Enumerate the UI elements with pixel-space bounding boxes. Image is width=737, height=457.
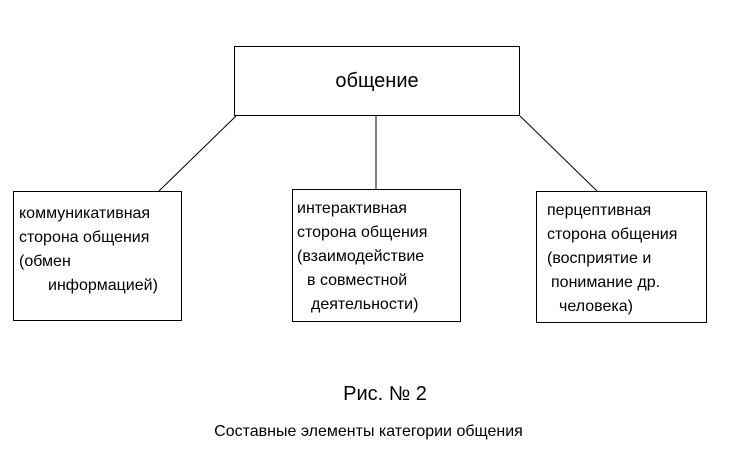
connector-left: [158, 115, 237, 192]
child-node-text-interactive: интерактивная сторона общения (взаимодей…: [297, 197, 427, 317]
communicative-line-3: (обмен: [19, 253, 71, 270]
perceptive-line-4: понимание др.: [551, 274, 661, 291]
child-node-text-communicative: коммуникативная сторона общения (обмен и…: [19, 202, 158, 298]
root-node-box: общение: [234, 46, 520, 116]
child-node-box-interactive: [292, 189, 461, 322]
child-node-box-communicative: [13, 191, 182, 321]
figure-number: Рис. № 2: [343, 383, 427, 405]
communicative-line-1: коммуникативная: [19, 205, 151, 222]
perceptive-line-2: сторона общения: [547, 226, 678, 243]
child-node-text-perceptive: перцептивная сторона общения (восприятие…: [547, 199, 677, 319]
interactive-line-3: (взаимодействие: [297, 248, 425, 265]
interactive-line-5: деятельности): [311, 296, 419, 313]
figure-title: Составные элементы категории общения: [214, 423, 523, 440]
perceptive-line-1: перцептивная: [547, 202, 652, 219]
communicative-line-4: информацией): [48, 277, 158, 294]
perceptive-line-3: (восприятие и: [547, 250, 652, 267]
perceptive-line-5: человека): [559, 298, 633, 315]
communicative-line-2: сторона общения: [19, 229, 150, 246]
interactive-line-4: в совместной: [307, 272, 408, 289]
connector-right: [519, 115, 598, 192]
interactive-line-2: сторона общения: [297, 224, 428, 241]
interactive-line-1: интерактивная: [297, 200, 407, 217]
child-node-box-perceptive: [536, 191, 707, 323]
root-node-label: общение: [335, 69, 419, 92]
